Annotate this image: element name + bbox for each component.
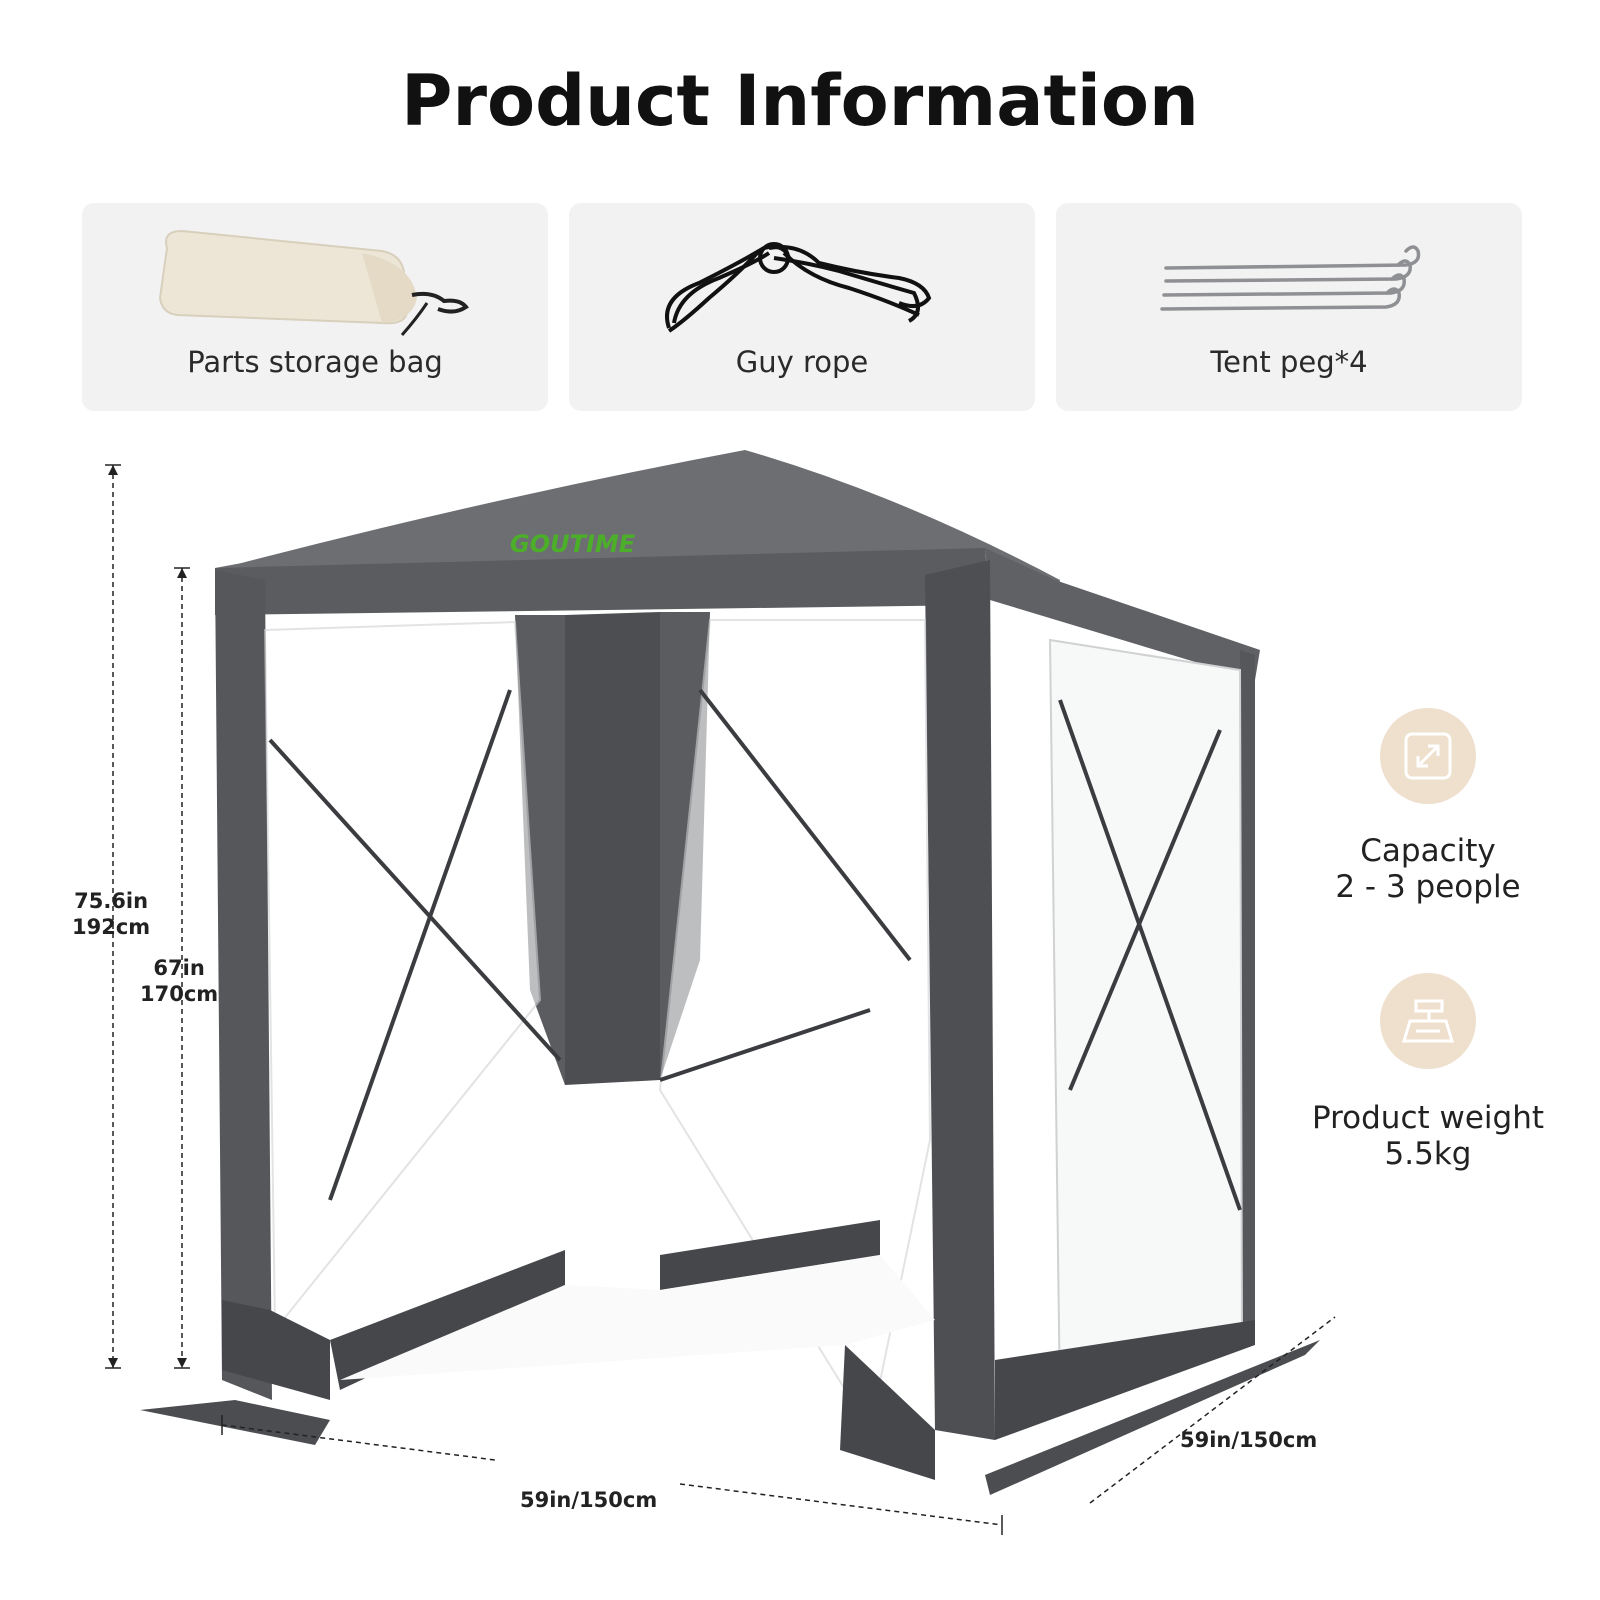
storage-bag-icon <box>158 229 469 336</box>
capacity-icon <box>1380 708 1476 804</box>
tent-peg-icon <box>1160 245 1421 311</box>
dim-depth: 59in/150cm <box>1180 1428 1318 1452</box>
dim-width: 59in/150cm <box>520 1488 658 1512</box>
page-title: Product Information <box>401 60 1199 142</box>
capacity-spec: Capacity 2 - 3 people <box>1268 833 1588 905</box>
accessory-card-tent-peg: Tent peg*4 <box>1056 203 1522 411</box>
tent-illustration: GOUTIME <box>105 450 1336 1535</box>
weight-icon <box>1380 973 1476 1069</box>
guy-rope-icon <box>665 242 932 333</box>
accessory-card-storage-bag: Parts storage bag <box>82 203 548 411</box>
dim-wall-height: 67in 170cm <box>140 955 218 1007</box>
weight-label: Product weight <box>1311 1100 1545 1136</box>
weight-spec: Product weight 5.5kg <box>1268 1100 1588 1172</box>
accessory-label: Guy rope <box>735 345 869 379</box>
weight-value: 5.5kg <box>1384 1136 1472 1172</box>
dim-wall-height-cm: 170cm <box>140 982 219 1006</box>
brand-logo: GOUTIME <box>510 530 636 558</box>
capacity-label: Capacity <box>1360 833 1496 869</box>
accessory-card-guy-rope: Guy rope <box>569 203 1035 411</box>
capacity-value: 2 - 3 people <box>1335 869 1521 905</box>
dim-wall-height-in: 67in <box>153 956 205 980</box>
dim-total-height-in: 75.6in <box>74 889 149 913</box>
dim-total-height-cm: 192cm <box>72 915 151 939</box>
dim-total-height: 75.6in 192cm <box>72 888 150 940</box>
accessory-label: Tent peg*4 <box>1210 345 1368 379</box>
accessory-label: Parts storage bag <box>187 345 443 379</box>
